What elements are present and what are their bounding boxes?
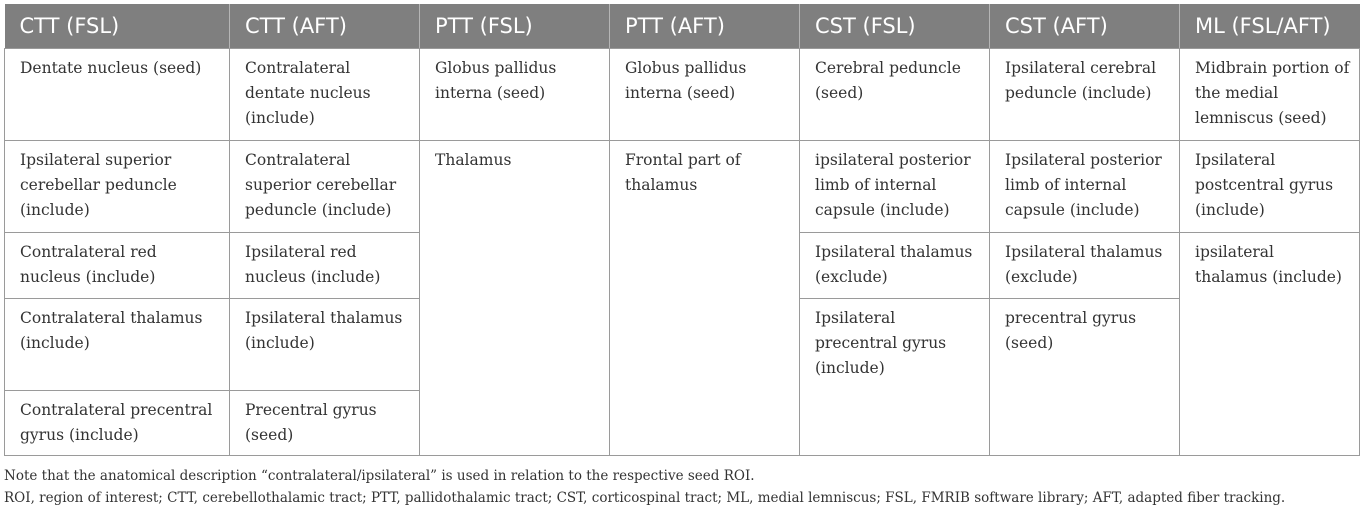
table-cell: Ipsilateral thalamus (exclude)	[799, 232, 990, 299]
table-cell: Globus pallidus interna (seed)	[419, 48, 610, 141]
header-cst-aft: CST (AFT)	[989, 4, 1180, 49]
table-cell: ipsilateral thalamus (include)	[1179, 232, 1360, 456]
header-row: CTT (FSL) CTT (AFT) PTT (FSL) PTT (AFT) …	[4, 4, 1360, 49]
table-row: Contralateral thalamus (include) Ipsilat…	[4, 298, 1360, 456]
table-cell: Contralateral superior cerebellar pedunc…	[229, 140, 420, 233]
table-footnote-abbreviations: ROI, region of interest; CTT, cerebellot…	[4, 490, 1286, 506]
table-cell: Contralateral precentral gyrus (include)	[4, 390, 230, 456]
table-cell: Ipsilateral precentral gyrus (include)	[799, 298, 990, 456]
header-ptt-fsl: PTT (FSL)	[419, 4, 610, 49]
table-row: Contralateral red nucleus (include) Ipsi…	[4, 232, 1360, 456]
table-cell: ipsilateral posterior limb of internal c…	[799, 140, 990, 233]
table-cell: Contralateral dentate nucleus (include)	[229, 48, 420, 141]
header-ctt-fsl: CTT (FSL)	[4, 4, 230, 49]
table-cell: Thalamus	[419, 140, 610, 456]
table-cell: Ipsilateral posterior limb of internal c…	[989, 140, 1180, 233]
header-cst-fsl: CST (FSL)	[799, 4, 990, 49]
header-ptt-aft: PTT (AFT)	[609, 4, 800, 49]
table-cell: Midbrain portion of the medial lemniscus…	[1179, 48, 1360, 141]
table-footnote-note: Note that the anatomical description “co…	[4, 468, 755, 484]
table-cell: Ipsilateral postcentral gyrus (include)	[1179, 140, 1360, 233]
header-ctt-aft: CTT (AFT)	[229, 4, 420, 49]
table-row: Contralateral precentral gyrus (include)…	[4, 390, 1360, 456]
table-cell: Ipsilateral thalamus (include)	[229, 298, 420, 391]
table-cell: Ipsilateral red nucleus (include)	[229, 232, 420, 299]
table-cell: Precentral gyrus (seed)	[229, 390, 420, 456]
table-row: Ipsilateral superior cerebellar peduncle…	[4, 140, 1360, 456]
table-cell: Ipsilateral superior cerebellar peduncle…	[4, 140, 230, 233]
table-cell: precentral gyrus (seed)	[989, 298, 1180, 456]
tract-roi-table: CTT (FSL) CTT (AFT) PTT (FSL) PTT (AFT) …	[4, 4, 1360, 456]
table-cell: Contralateral red nucleus (include)	[4, 232, 230, 299]
table-cell: Contralateral thalamus (include)	[4, 298, 230, 391]
table-cell: Cerebral peduncle (seed)	[799, 48, 990, 141]
table-cell: Ipsilateral cerebral peduncle (include)	[989, 48, 1180, 141]
table-cell: Globus pallidus interna (seed)	[609, 48, 800, 141]
table-row: Dentate nucleus (seed) Contralateral den…	[4, 48, 1360, 141]
table-cell: Ipsilateral thalamus (exclude)	[989, 232, 1180, 299]
table-cell: Frontal part of thalamus	[609, 140, 800, 456]
table-cell: Dentate nucleus (seed)	[4, 48, 230, 141]
header-ml-fsl-aft: ML (FSL/AFT)	[1179, 4, 1360, 49]
